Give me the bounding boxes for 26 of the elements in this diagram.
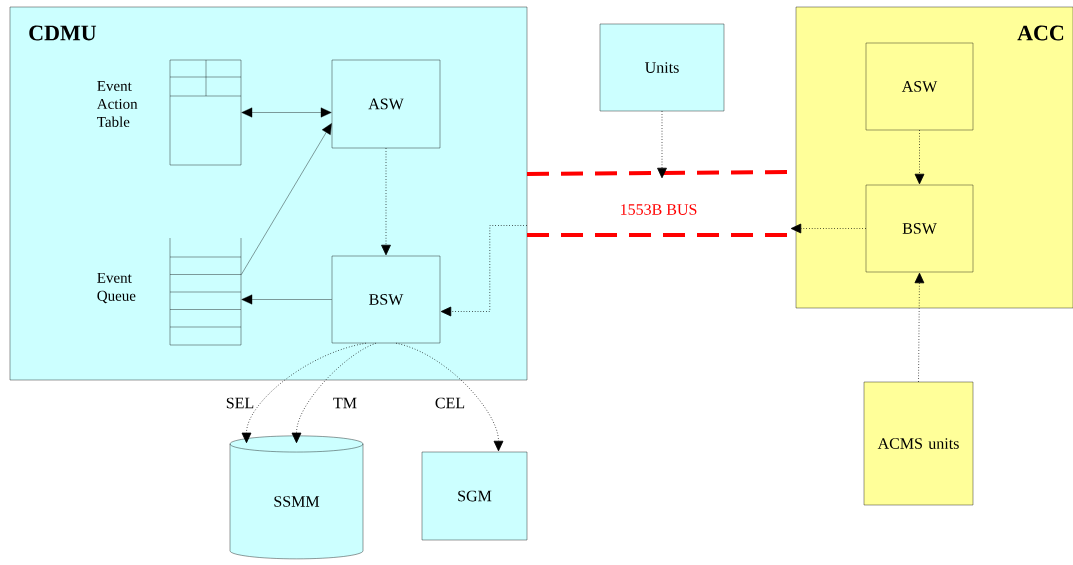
arrow <box>914 129 925 185</box>
bus-band: 1553B BUS <box>527 170 791 237</box>
edge-label: TM <box>332 396 358 410</box>
process-box: ASW <box>865 42 974 131</box>
arrow <box>241 107 332 118</box>
node-heading: Event Action Table <box>96 81 138 127</box>
edge-label: SEL <box>224 396 256 410</box>
arrow <box>381 147 391 256</box>
edge-label: CEL <box>433 396 467 410</box>
arrow <box>395 342 504 452</box>
arrow <box>241 342 367 444</box>
arrow <box>440 225 528 317</box>
storage-cylinder: SSMM <box>229 435 364 560</box>
node-heading: Event Queue <box>97 272 136 304</box>
arrow <box>241 123 332 275</box>
arrow <box>291 342 377 444</box>
process-box: BSW <box>331 255 441 344</box>
arrow <box>241 294 332 305</box>
arrow <box>790 223 867 234</box>
process-box: BSW <box>865 184 974 273</box>
arrow <box>914 272 925 383</box>
arrow <box>657 110 667 179</box>
process-box: Units <box>599 23 725 112</box>
process-box: SGM <box>421 451 528 541</box>
process-box: ASW <box>331 59 441 149</box>
process-box: ACMS units <box>863 381 974 506</box>
